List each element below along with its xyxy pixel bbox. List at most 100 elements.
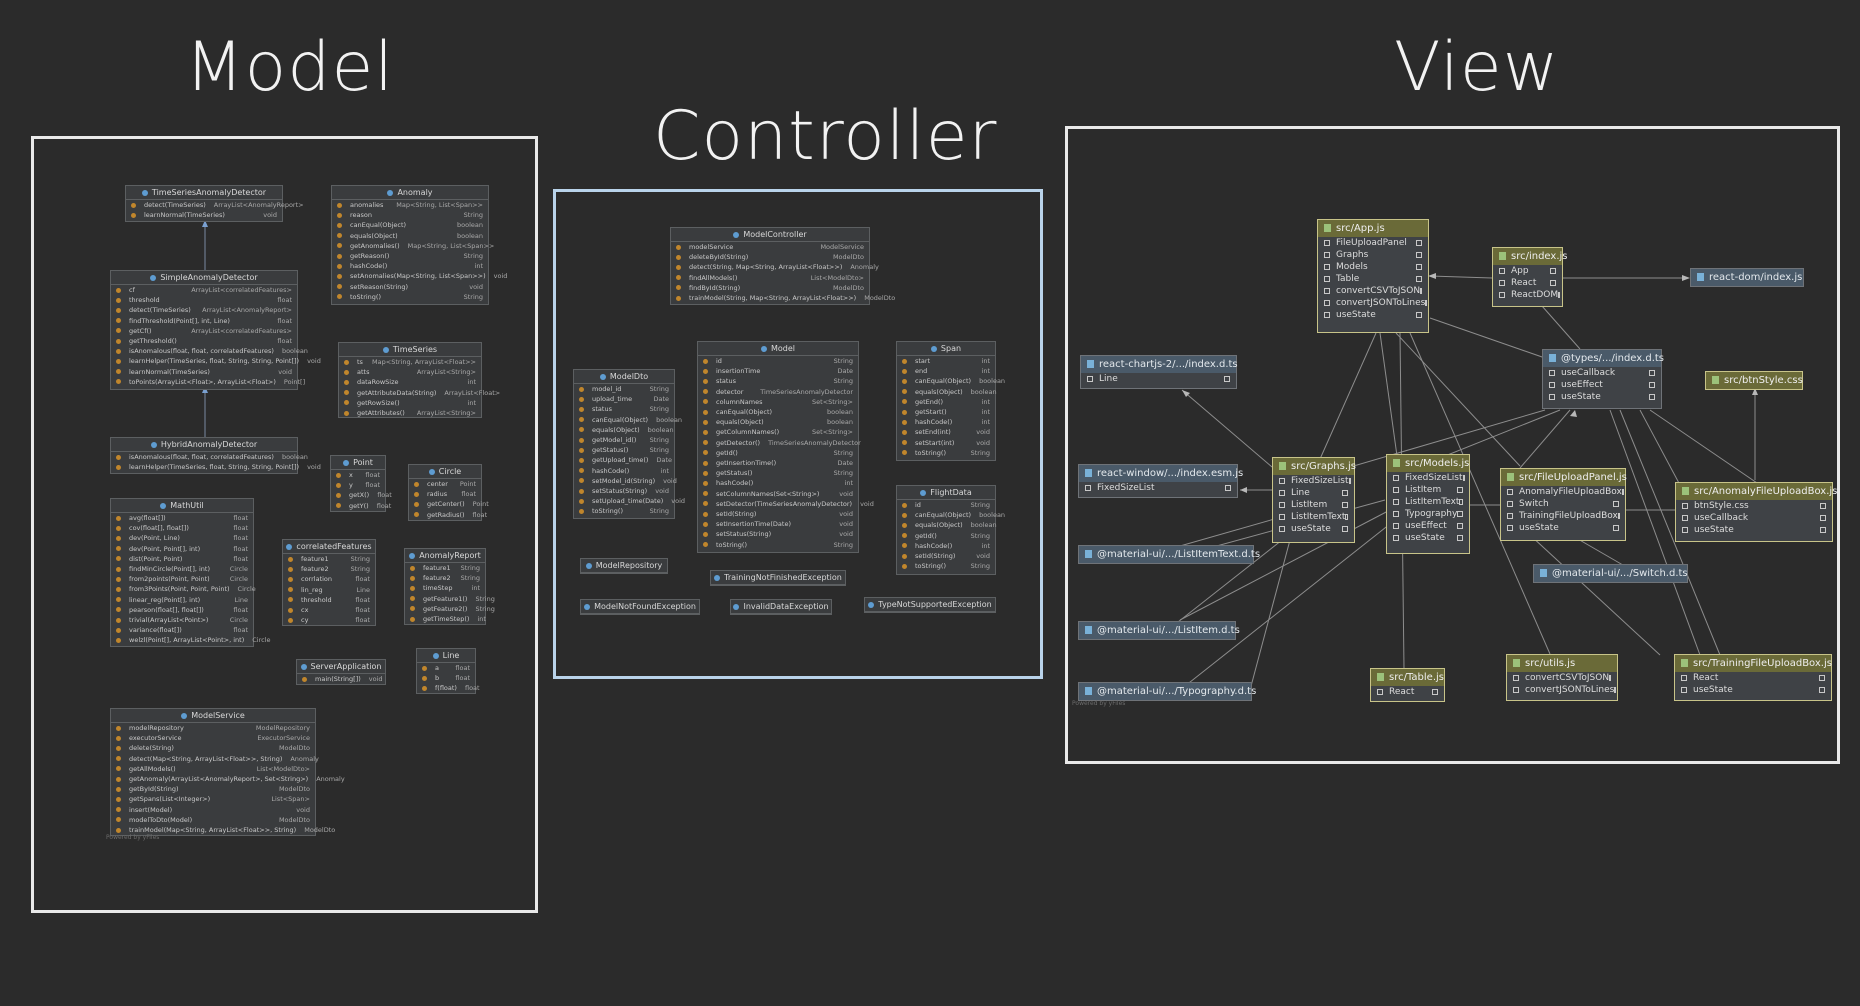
open-link-icon[interactable] xyxy=(1416,264,1422,270)
style-btnstyle-css[interactable]: src/btnStyle.css xyxy=(1705,371,1803,390)
member-row: getTimeStep()int xyxy=(405,614,486,624)
import-icon xyxy=(1324,251,1330,258)
class-typenotsupportedexception[interactable]: TypeNotSupportedException xyxy=(864,597,996,613)
open-link-icon[interactable] xyxy=(1820,503,1826,509)
open-link-icon[interactable] xyxy=(1457,523,1463,529)
open-link-icon[interactable] xyxy=(1613,501,1619,507)
member-name: toString() xyxy=(703,540,747,550)
library-typography[interactable]: @material-ui/.../Typography.d.ts xyxy=(1078,682,1256,701)
open-link-icon[interactable] xyxy=(1225,485,1231,491)
open-link-icon[interactable] xyxy=(1459,499,1463,505)
open-link-icon[interactable] xyxy=(1416,240,1422,246)
class-modelnotfoundexception[interactable]: ModelNotFoundException xyxy=(580,599,700,615)
open-link-icon[interactable] xyxy=(1649,370,1655,376)
open-link-icon[interactable] xyxy=(1416,252,1422,258)
class-invaliddataexception[interactable]: InvalidDataException xyxy=(730,599,832,615)
open-link-icon[interactable] xyxy=(1348,478,1351,484)
open-link-icon[interactable] xyxy=(1416,276,1422,282)
open-link-icon[interactable] xyxy=(1649,394,1655,400)
open-link-icon[interactable] xyxy=(1621,489,1624,495)
open-link-icon[interactable] xyxy=(1342,502,1348,508)
open-link-icon[interactable] xyxy=(1819,675,1825,681)
open-link-icon[interactable] xyxy=(1609,675,1612,681)
class-trainingnotfinishedexception[interactable]: TrainingNotFinishedException xyxy=(710,570,846,586)
library-listitem[interactable]: @material-ui/.../ListItem.d.ts xyxy=(1078,621,1240,640)
member-type: String xyxy=(970,448,990,457)
open-link-icon[interactable] xyxy=(1820,527,1826,533)
open-link-icon[interactable] xyxy=(1342,490,1348,496)
open-link-icon[interactable] xyxy=(1425,300,1428,306)
open-link-icon[interactable] xyxy=(1457,487,1463,493)
open-link-icon[interactable] xyxy=(1617,513,1620,519)
open-link-icon[interactable] xyxy=(1820,515,1826,521)
library-react-dom[interactable]: react-dom/index.js xyxy=(1690,268,1804,287)
open-link-icon[interactable] xyxy=(1550,268,1556,274)
library-switch[interactable]: @material-ui/.../Switch.d.ts xyxy=(1533,564,1688,583)
file-icon xyxy=(1393,459,1400,467)
class-icon xyxy=(343,459,350,466)
import-name: FileUploadPanel xyxy=(1336,238,1407,248)
member-name: hashCode() xyxy=(902,417,952,427)
member-name: x xyxy=(336,470,353,480)
open-link-icon[interactable] xyxy=(1819,687,1825,693)
open-link-icon[interactable] xyxy=(1550,280,1556,286)
member-row: setStart(int)void xyxy=(897,438,995,448)
import-row: React xyxy=(1371,686,1444,698)
import-icon xyxy=(1324,287,1330,294)
open-link-icon[interactable] xyxy=(1432,689,1438,695)
open-link-icon[interactable] xyxy=(1649,382,1655,388)
open-link-icon[interactable] xyxy=(1224,376,1230,382)
open-link-icon[interactable] xyxy=(1416,312,1422,318)
open-link-icon[interactable] xyxy=(1342,526,1348,532)
member-row: findThreshold(Point[], int, Line)float xyxy=(111,316,297,326)
import-icon xyxy=(1324,275,1330,282)
open-link-icon[interactable] xyxy=(1614,687,1617,693)
open-link-icon[interactable] xyxy=(1345,514,1348,520)
member-type: Anomaly xyxy=(290,754,319,763)
file-title: src/utils.js xyxy=(1525,658,1576,669)
library-listitemtext[interactable]: @material-ui/.../ListItemText.d.ts xyxy=(1078,545,1260,564)
class-title: Line xyxy=(442,651,460,660)
open-link-icon[interactable] xyxy=(1457,511,1463,517)
open-link-icon[interactable] xyxy=(1457,535,1463,541)
member-type: boolean xyxy=(281,347,308,356)
file-icon xyxy=(1085,469,1092,477)
open-link-icon[interactable] xyxy=(1462,475,1465,481)
member-type: boolean xyxy=(979,377,1006,386)
open-link-icon[interactable] xyxy=(1420,288,1423,294)
open-link-icon[interactable] xyxy=(1613,525,1619,531)
open-link-icon[interactable] xyxy=(1558,292,1561,298)
class-modelrepository[interactable]: ModelRepository xyxy=(580,558,668,574)
